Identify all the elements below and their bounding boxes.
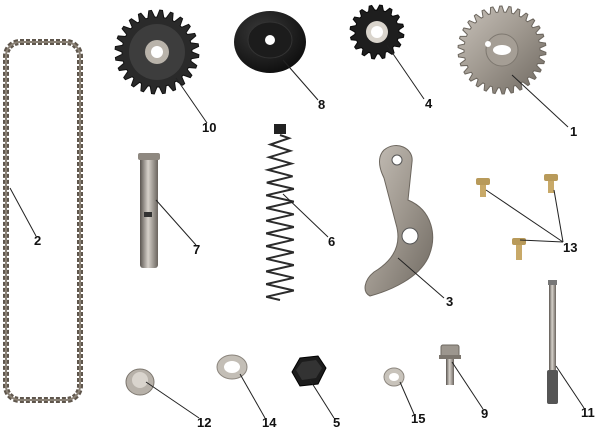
chain-tensioner-arm-part — [364, 145, 434, 297]
callout-5: 5 — [333, 415, 340, 430]
flange-bolt-part — [439, 344, 461, 385]
crank-sprocket-part — [114, 9, 200, 95]
callout-11: 11 — [581, 405, 595, 420]
cam-sprocket-part — [457, 5, 547, 95]
small-washer-part — [383, 367, 405, 387]
guide-roller-part — [234, 11, 306, 73]
callout-3: 3 — [446, 294, 453, 309]
callout-1: 1 — [570, 124, 577, 139]
tensioner-pivot-pin-part — [138, 153, 160, 268]
small-guide-roller-part — [349, 4, 405, 60]
tensioner-spring-part — [264, 124, 296, 301]
callout-8: 8 — [318, 97, 325, 112]
callout-14: 14 — [262, 415, 277, 430]
callout-7: 7 — [193, 242, 200, 257]
callout-4: 4 — [425, 96, 433, 111]
callout-15: 15 — [411, 411, 425, 426]
leader-lines — [9, 44, 585, 419]
callout-9: 9 — [481, 406, 488, 421]
hex-cap-nut-part — [291, 355, 327, 387]
sealing-washer-part — [125, 368, 155, 396]
push-rod-part — [547, 280, 558, 404]
callout-10: 10 — [202, 120, 216, 135]
callout-12: 12 — [197, 415, 211, 430]
screws-part — [476, 174, 558, 260]
callout-6: 6 — [328, 234, 335, 249]
callout-2: 2 — [34, 233, 41, 248]
flat-washer-part — [216, 354, 248, 380]
callout-13: 13 — [563, 240, 577, 255]
callout-numbers: 1 2 3 4 5 6 7 8 9 10 11 12 13 14 15 — [34, 96, 595, 430]
timing-chain-part — [3, 39, 83, 403]
